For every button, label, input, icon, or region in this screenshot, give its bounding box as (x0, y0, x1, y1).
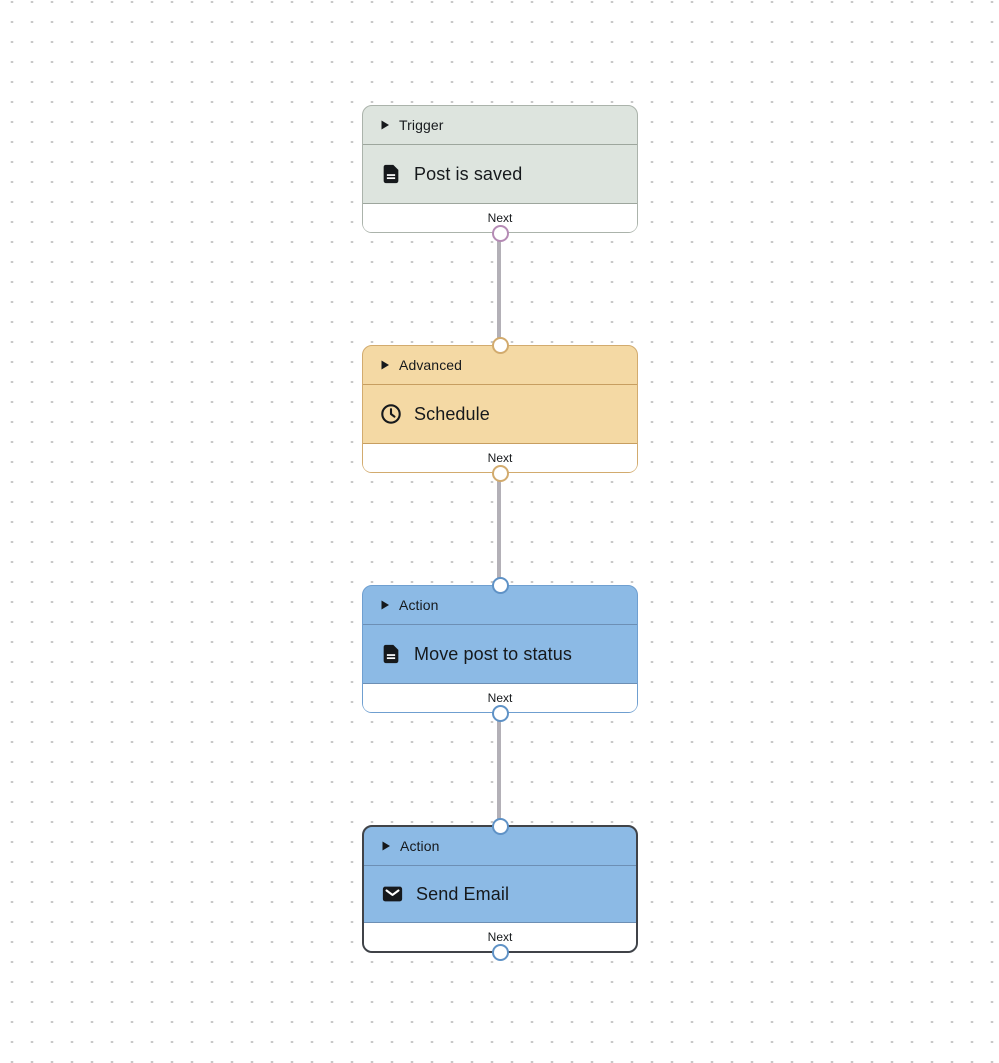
node-body: Send Email (364, 866, 636, 922)
collapse-triangle-icon[interactable] (380, 600, 390, 610)
edge-trigger-to-schedule (497, 233, 501, 345)
node-title: Post is saved (414, 163, 523, 184)
node-category-label: Action (400, 838, 440, 854)
input-handle[interactable] (491, 576, 509, 594)
mail-icon (381, 883, 404, 905)
node-advanced-schedule[interactable]: Advanced Schedule Next (362, 336, 638, 482)
node-category-label: Advanced (399, 357, 463, 373)
collapse-triangle-icon[interactable] (380, 120, 390, 130)
node-header: Action (364, 827, 636, 866)
node-title: Send Email (416, 883, 510, 904)
input-handle[interactable] (491, 817, 509, 835)
collapse-triangle-icon[interactable] (380, 360, 390, 370)
document-icon (380, 643, 402, 665)
node-action-send-email[interactable]: Action Send Email Next (362, 817, 638, 961)
node-action-move-post-to-status[interactable]: Action Move post to status Next (362, 576, 638, 722)
edge-schedule-to-move-post (497, 473, 501, 585)
node-trigger-post-is-saved[interactable]: Trigger Post is saved Next (362, 105, 638, 242)
node-title: Schedule (414, 403, 490, 424)
collapse-triangle-icon[interactable] (381, 841, 391, 851)
output-handle[interactable] (491, 704, 509, 722)
node-category-label: Trigger (399, 117, 444, 133)
node-header: Advanced (363, 346, 637, 385)
node-header: Trigger (363, 106, 637, 145)
next-label: Next (487, 211, 513, 225)
next-label: Next (487, 691, 513, 705)
next-label: Next (487, 451, 513, 465)
clock-icon (380, 403, 402, 425)
output-handle[interactable] (491, 943, 509, 961)
output-handle[interactable] (491, 464, 509, 482)
output-handle[interactable] (491, 224, 509, 242)
node-body: Move post to status (363, 625, 637, 683)
node-body: Post is saved (363, 145, 637, 203)
next-label: Next (487, 930, 513, 944)
node-header: Action (363, 586, 637, 625)
input-handle[interactable] (491, 336, 509, 354)
document-icon (380, 163, 402, 185)
node-next-footer: Next (363, 683, 637, 712)
node-category-label: Action (399, 597, 439, 613)
node-body: Schedule (363, 385, 637, 443)
edge-move-post-to-send-email (497, 713, 501, 825)
node-title: Move post to status (414, 643, 572, 664)
